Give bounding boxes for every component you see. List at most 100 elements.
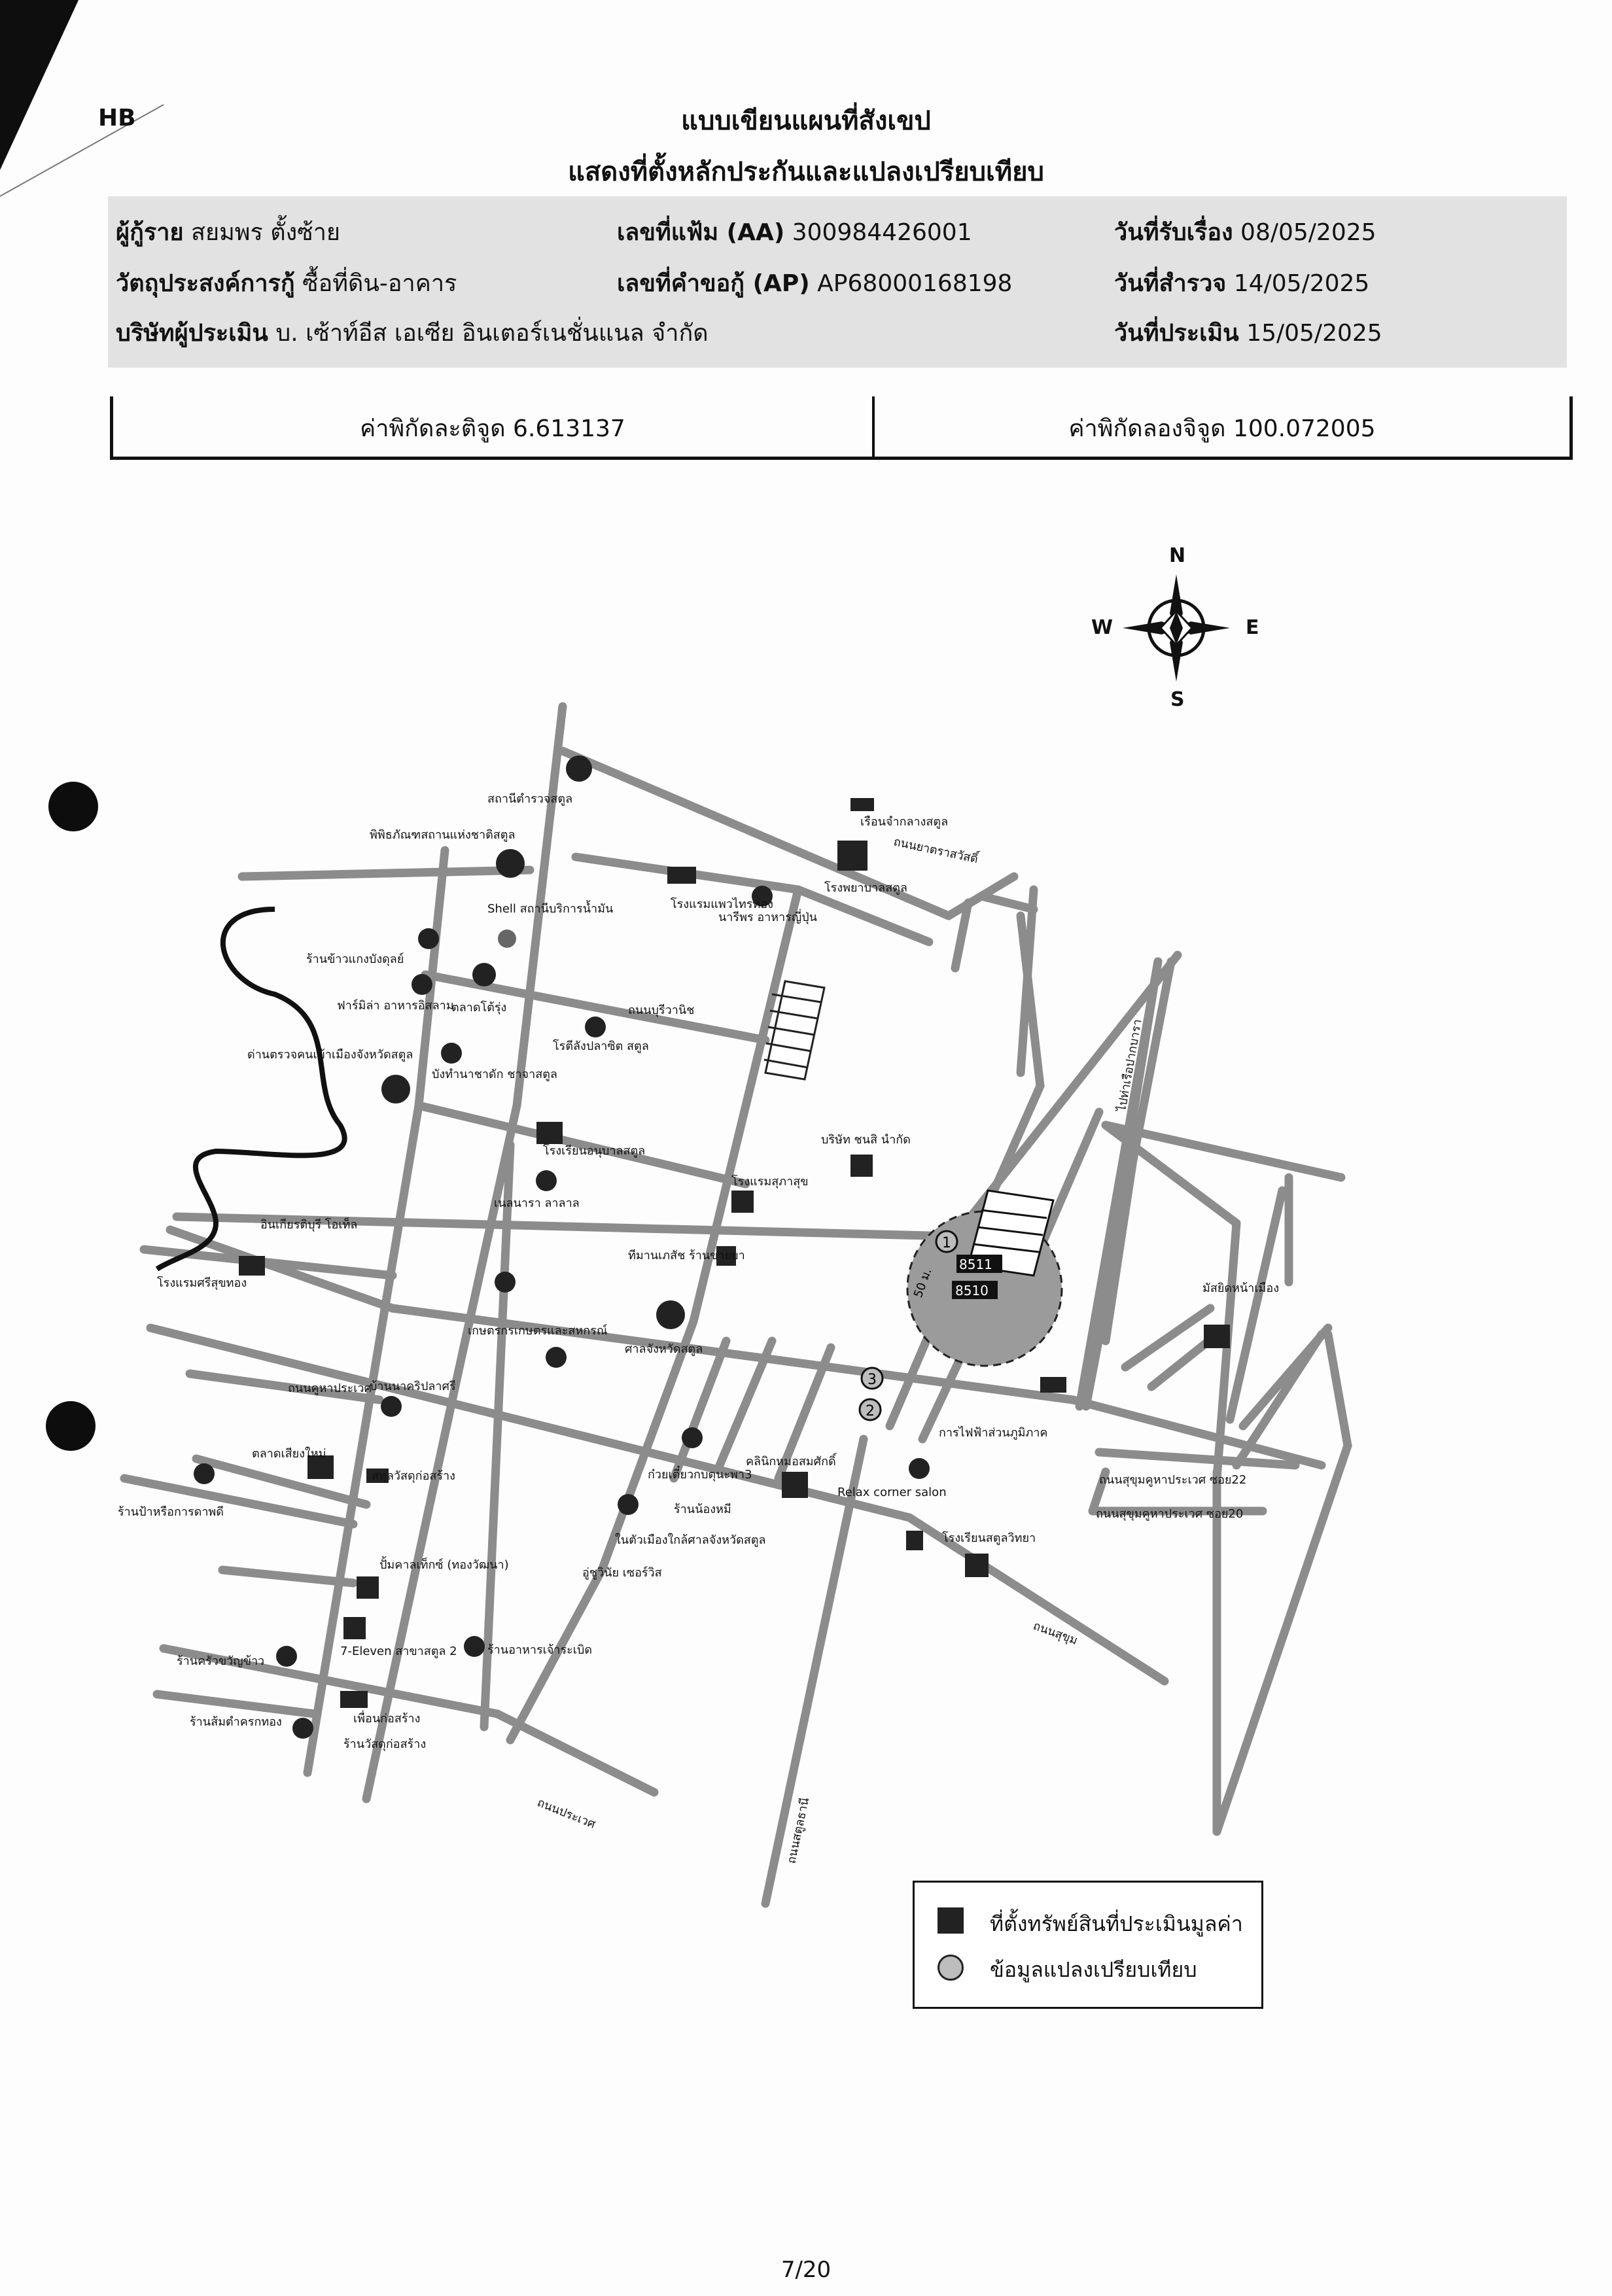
request-no-value: AP68000168198: [817, 270, 1013, 297]
hotel-2-label: โรงแรมสุภาสุข: [731, 1174, 809, 1189]
soi-2-label: ถนนสุขุมคูหาประเวศ ซอย22: [1099, 1473, 1246, 1487]
borrower-row: ผู้กู้ราย สยมพร ตั้งซ้าย: [116, 213, 340, 252]
comparable-legend-icon: [937, 1955, 964, 1981]
hardware-icon: [366, 1469, 389, 1483]
school-1-label: โรงเรียนอนุบาลสตูล: [543, 1143, 645, 1158]
road-segment: [1016, 885, 1038, 1077]
province-office-icon: [656, 1300, 685, 1329]
road-segment: [218, 1565, 358, 1588]
cafe-label: Relax corner salon: [837, 1486, 947, 1499]
noodle-icon: [682, 1427, 703, 1448]
building-materials-icon: [340, 1691, 368, 1708]
pharmacy-label: ทีมานเภสัช ร้านขายยา: [628, 1249, 745, 1262]
hotel-icon: [667, 867, 696, 884]
pump-icon: [357, 1576, 379, 1599]
road-segment: [303, 1101, 423, 1777]
ag-office-2-icon: [546, 1347, 567, 1368]
latitude-text: ค่าพิกัดละติจูด 6.613137: [360, 415, 625, 442]
road-segment: [237, 865, 534, 881]
road-segment: [761, 1435, 868, 1908]
province-office-label: ศาลจังหวัดสตูล: [625, 1342, 703, 1356]
compass-e: E: [1246, 616, 1259, 639]
page-number: 7/20: [780, 2257, 832, 2283]
appraisal-value: 15/05/2025: [1246, 320, 1382, 347]
compass-rose: N S W E: [1091, 543, 1259, 716]
road-segment: [774, 1343, 835, 1483]
subject-legend-icon: [937, 1907, 964, 1934]
mosque-label: มัสยิดหน้าเมือง: [1202, 1281, 1279, 1295]
survey-label: วันที่สำรวจ: [1114, 270, 1227, 297]
rice-shop-label: ร้านข้าวแกงบังดุลย์: [306, 952, 404, 966]
road-segment: [414, 1101, 750, 1189]
ramp-label: ในตัวเมืองใกล้ศาลจังหวัดสตูล: [615, 1533, 766, 1547]
school-icon: [536, 1122, 563, 1144]
request-no-label: เลขที่คำขอกู้ (AP): [617, 270, 810, 297]
ramp-icon: [618, 1494, 639, 1515]
company-icon: [850, 1155, 873, 1177]
electric-icon: [1040, 1377, 1066, 1393]
building-materials-label: เพื่อนก่อสร้าง: [353, 1710, 420, 1726]
pharmacy-icon: [716, 1246, 736, 1266]
info-box: ผู้กู้ราย สยมพร ตั้งซ้าย วัตถุประสงค์การ…: [108, 196, 1567, 368]
purpose-label: วัตถุประสงค์การกู้: [116, 270, 295, 297]
road-segment: [172, 1212, 960, 1241]
road-segment: [689, 885, 803, 1326]
road-segment: [669, 1336, 731, 1483]
plot-8511-label: 8511: [959, 1257, 992, 1272]
received-label: วันที่รับเรื่อง: [1114, 219, 1233, 246]
auto-shop-icon: [536, 1170, 557, 1191]
road-segment: [1101, 1121, 1346, 1182]
comparable-legend-label: ข้อมูลแปลงเปรียบเทียบ: [990, 1957, 1197, 1982]
sweet-shop-label: ร้านป้าหรือการดาพดี: [118, 1505, 224, 1519]
punch-hole-bottom: [46, 1401, 96, 1451]
police-icon: [566, 756, 592, 782]
coordinates-box: ค่าพิกัดละติจูด 6.613137 ค่าพิกัดลองจิจู…: [110, 396, 1573, 460]
file-no-value: 300984426001: [792, 219, 972, 246]
shell-icon: [498, 930, 516, 948]
road-segment: [951, 898, 973, 973]
plaza-icon: [585, 1017, 606, 1037]
received-value: 08/05/2025: [1240, 219, 1376, 246]
road-segment: [794, 885, 934, 947]
road-segment: [120, 1474, 358, 1529]
fried-chicken-icon: [412, 974, 432, 995]
ag-office-label: เกษตรกรเกษตรและสหกรณ์: [468, 1324, 608, 1338]
coordinates-divider: [872, 396, 875, 457]
appraiser-label: บริษัทผู้ประเมิน: [116, 320, 268, 347]
hotel-2-icon: [731, 1191, 754, 1213]
purpose-value: ซื้อที่ดิน-อาคาร: [302, 270, 457, 297]
road-segment: [192, 1454, 371, 1509]
house-label: บ้านนาคริปลาศรี: [370, 1380, 456, 1393]
road-segment: [1232, 1330, 1326, 1470]
road-2-label: ถนนบุรีวานิช: [628, 1003, 694, 1017]
restaurant-5-label: ร้านส้มตำครกทอง: [190, 1715, 282, 1729]
road-segment: [1088, 1467, 1110, 1516]
soi-1-label: ถนนคูหาประเวศ: [288, 1382, 372, 1395]
road-segment: [388, 1304, 1078, 1404]
market-2-icon: [307, 1455, 334, 1479]
company-label: บริษัท ชนสิ นำกัด: [821, 1133, 911, 1147]
fried-chicken-label: ฟาร์มิล่า อาหารอิสลาม: [337, 999, 454, 1013]
hotel-3-label: โรงแรมศรีสุขทอง: [157, 1276, 247, 1290]
restaurant-1-label: นารีพร อาหารญี่ปุ่น: [718, 909, 817, 924]
compass-s: S: [1170, 688, 1185, 711]
hardware-label: สหุลวัสดุก่อสร้าง: [372, 1469, 455, 1483]
comparable-3-label: 3: [867, 1372, 877, 1388]
road-segment: [1121, 1304, 1215, 1372]
comparable-2-label: 2: [866, 1403, 875, 1419]
road-segment: [1212, 1441, 1352, 1836]
purpose-row: วัตถุประสงค์การกู้ ซื้อที่ดิน-อาคาร: [116, 264, 457, 304]
road-5-label: ถนนประเวศ: [535, 1796, 598, 1832]
market-icon: [472, 963, 496, 986]
hospital-icon: [837, 841, 867, 871]
warehouse-icon: [850, 798, 874, 811]
road-segment: [1101, 1121, 1241, 1228]
subject-legend-label: ที่ตั้งทรัพย์สินที่ประเมินมูลค่า: [990, 1911, 1243, 1936]
road-segment: [362, 1369, 463, 1803]
market-2-label: ตลาดเสียงใหม่: [252, 1446, 326, 1461]
school-2-icon: [965, 1554, 989, 1577]
restaurant-4-label: ร้านอาหารเจ้าระเบิด: [487, 1643, 592, 1657]
appraisal-row: วันที่ประเมิน 15/05/2025: [1114, 314, 1382, 353]
clinic-label: คลินิกหมอสมศักดิ์: [746, 1452, 837, 1469]
road-segment: [152, 1690, 319, 1718]
